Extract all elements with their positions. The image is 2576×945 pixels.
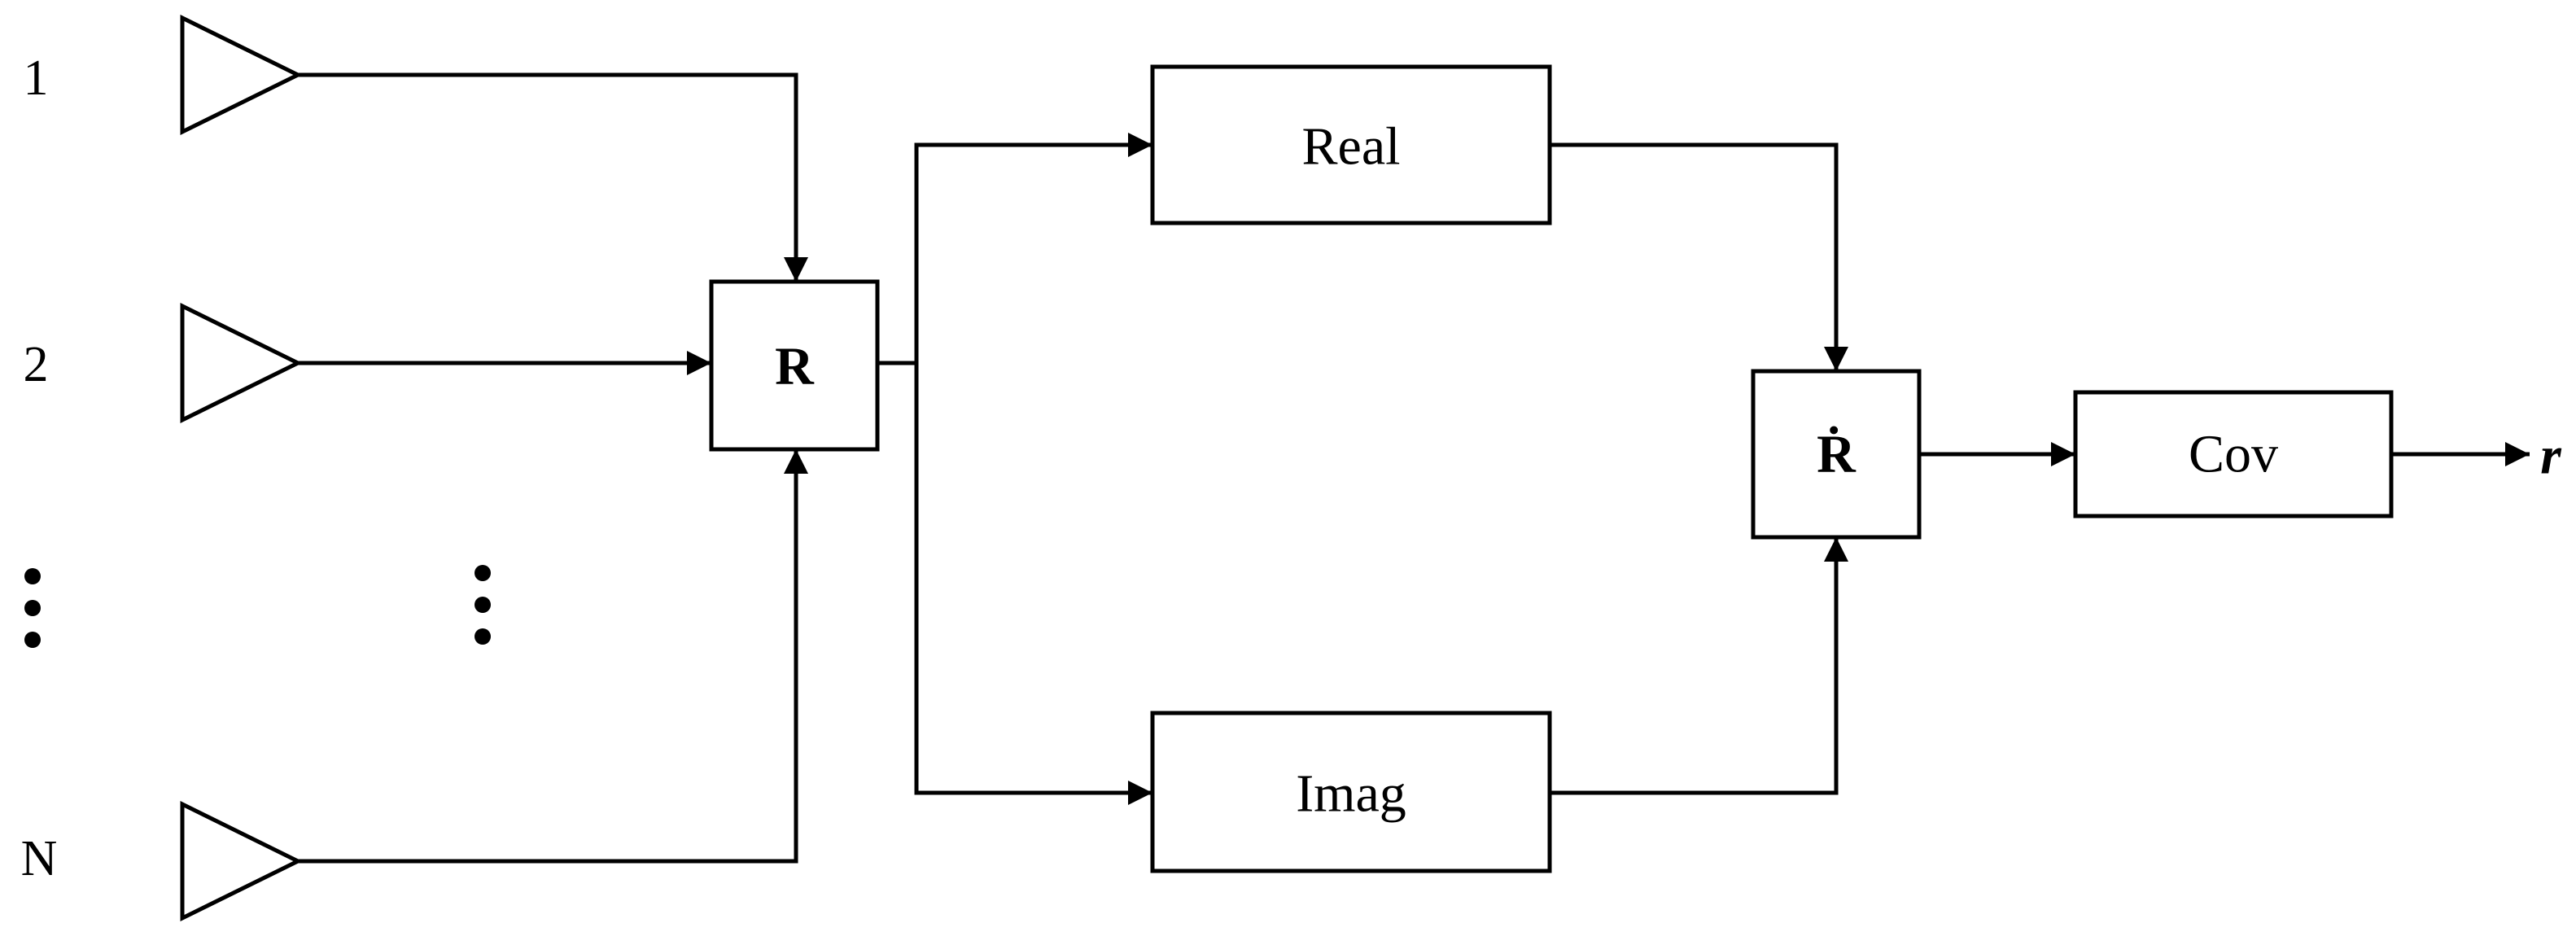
- r-block-label: R: [775, 337, 815, 396]
- antenna-1-icon: [180, 14, 303, 136]
- antenna-2-icon: [180, 302, 303, 424]
- connector-real-to-rdot: [1550, 142, 1848, 371]
- input-label-1: 1: [24, 50, 49, 106]
- output-label: r: [2540, 427, 2562, 486]
- input-label-2: 2: [24, 337, 49, 392]
- ellipsis-middle-icon: [475, 565, 491, 645]
- connector-r-to-real: [914, 133, 1152, 363]
- real-block-label: Real: [1302, 117, 1401, 177]
- antenna-n-icon: [180, 800, 303, 922]
- rdot-block: Ṙ: [1751, 369, 1922, 540]
- input-label-n: N: [21, 831, 58, 886]
- cov-block-label: Cov: [2189, 425, 2278, 484]
- connector-r-to-imag: [914, 363, 1152, 805]
- real-block: Real: [1150, 64, 1552, 225]
- imag-block: Imag: [1150, 711, 1552, 873]
- cov-block: Cov: [2073, 390, 2394, 518]
- connector-input-n-to-r: [298, 449, 808, 864]
- ellipsis-left-icon: [24, 568, 41, 648]
- imag-block-label: Imag: [1296, 764, 1406, 824]
- connector-input-1-to-r: [298, 72, 808, 282]
- r-block: R: [709, 279, 880, 452]
- rdot-block-label: Ṙ: [1817, 425, 1857, 484]
- connector-imag-to-rdot: [1550, 537, 1848, 795]
